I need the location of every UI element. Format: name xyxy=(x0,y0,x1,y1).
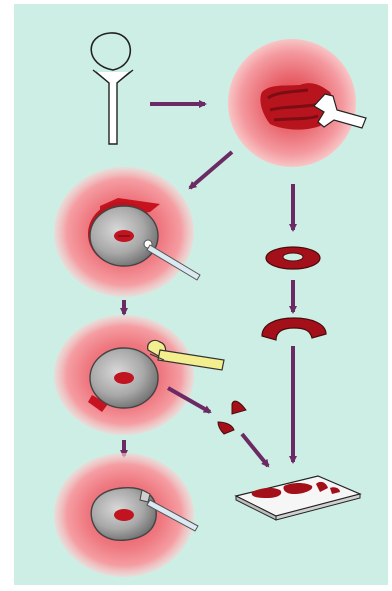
ring-tissue-specimen-icon xyxy=(266,247,320,269)
